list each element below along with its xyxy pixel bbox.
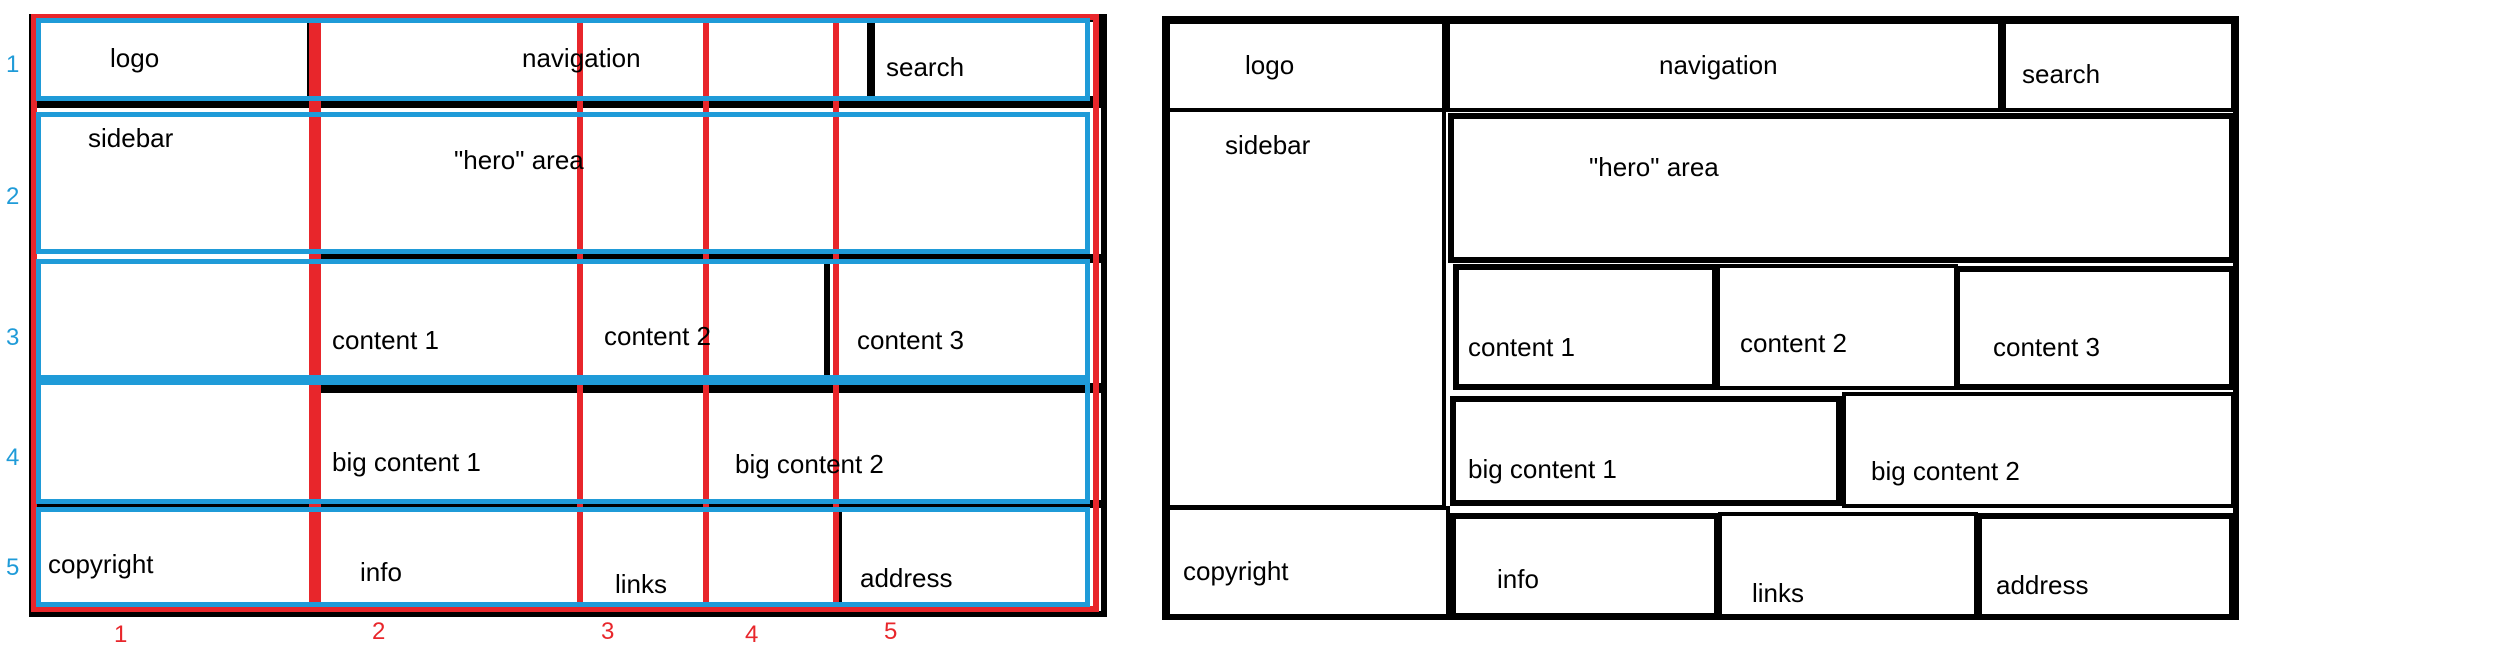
info-label: info <box>360 557 402 587</box>
logo-label: logo <box>110 43 160 73</box>
column-number-5: 5 <box>884 618 898 645</box>
big-content2-label-right: big content 2 <box>1871 456 2020 486</box>
navigation-box <box>1446 20 2002 112</box>
content3-left-line <box>824 260 830 385</box>
big-content1-box <box>1450 396 1842 506</box>
big-content1-label-right: big content 1 <box>1468 454 1617 484</box>
big-content2-label: big content 2 <box>735 449 884 479</box>
sidebar-label: sidebar <box>88 123 174 153</box>
info-label-right: info <box>1497 564 1539 594</box>
hero-bottom-line <box>315 254 1103 260</box>
big-content2-box <box>1842 392 2235 508</box>
hero-label: "hero" area <box>454 145 584 175</box>
address-label: address <box>860 563 953 593</box>
search-label-right: search <box>2022 59 2101 89</box>
copyright-label: copyright <box>48 549 154 579</box>
row-2-outline <box>36 112 1090 254</box>
row-number-5: 5 <box>6 554 20 581</box>
content1-label-right: content 1 <box>1468 332 1575 362</box>
content3-label-right: content 3 <box>1993 332 2100 362</box>
row-number-2: 2 <box>6 183 20 210</box>
big-content1-label: big content 1 <box>332 447 481 477</box>
content2-box <box>1716 264 1958 390</box>
address-label-right: address <box>1996 570 2089 600</box>
search-label: search <box>886 52 965 82</box>
address-box <box>1976 513 2235 620</box>
column-1-outline <box>31 14 315 612</box>
content1-box <box>1453 264 1718 390</box>
header-bottom-line <box>33 100 1103 108</box>
column-number-3: 3 <box>601 618 615 645</box>
row-4-outline <box>36 380 1090 504</box>
row-3-outline <box>36 259 1090 380</box>
logo-box <box>1166 20 1446 112</box>
sidebar-box <box>1166 108 1446 509</box>
navigation-label-right: navigation <box>1659 50 1778 80</box>
navigation-label: navigation <box>522 43 641 73</box>
content3-box <box>1954 266 2235 390</box>
row-5-outline <box>36 507 1090 607</box>
column-number-2: 2 <box>372 618 386 645</box>
row-number-4: 4 <box>6 444 20 471</box>
row-number-1: 1 <box>6 51 20 78</box>
column-5-outline <box>833 14 1099 612</box>
content1-label: content 1 <box>332 325 439 355</box>
sidebar-label-right: sidebar <box>1225 130 1311 160</box>
copyright-box <box>1166 506 1450 620</box>
row-number-3: 3 <box>6 324 20 351</box>
content3-label: content 3 <box>857 325 964 355</box>
logo-label-right: logo <box>1245 50 1295 80</box>
column-number-1: 1 <box>114 621 128 648</box>
column-number-4: 4 <box>745 621 759 648</box>
search-box <box>2002 20 2235 112</box>
content2-label: content 2 <box>604 321 711 351</box>
content-row-bottom-line <box>315 383 1103 393</box>
links-label-right: links <box>1752 578 1805 608</box>
main-bottom-line <box>33 500 1103 508</box>
hero-label-right: "hero" area <box>1589 152 1719 182</box>
row-1-outline <box>36 18 1090 101</box>
search-area-divider <box>867 18 875 100</box>
copyright-label-right: copyright <box>1183 556 1289 586</box>
hero-box <box>1448 113 2235 263</box>
links-label: links <box>615 569 668 599</box>
content2-label-right: content 2 <box>1740 328 1847 358</box>
info-box <box>1450 513 1720 619</box>
footer-address-left-line <box>836 506 842 614</box>
